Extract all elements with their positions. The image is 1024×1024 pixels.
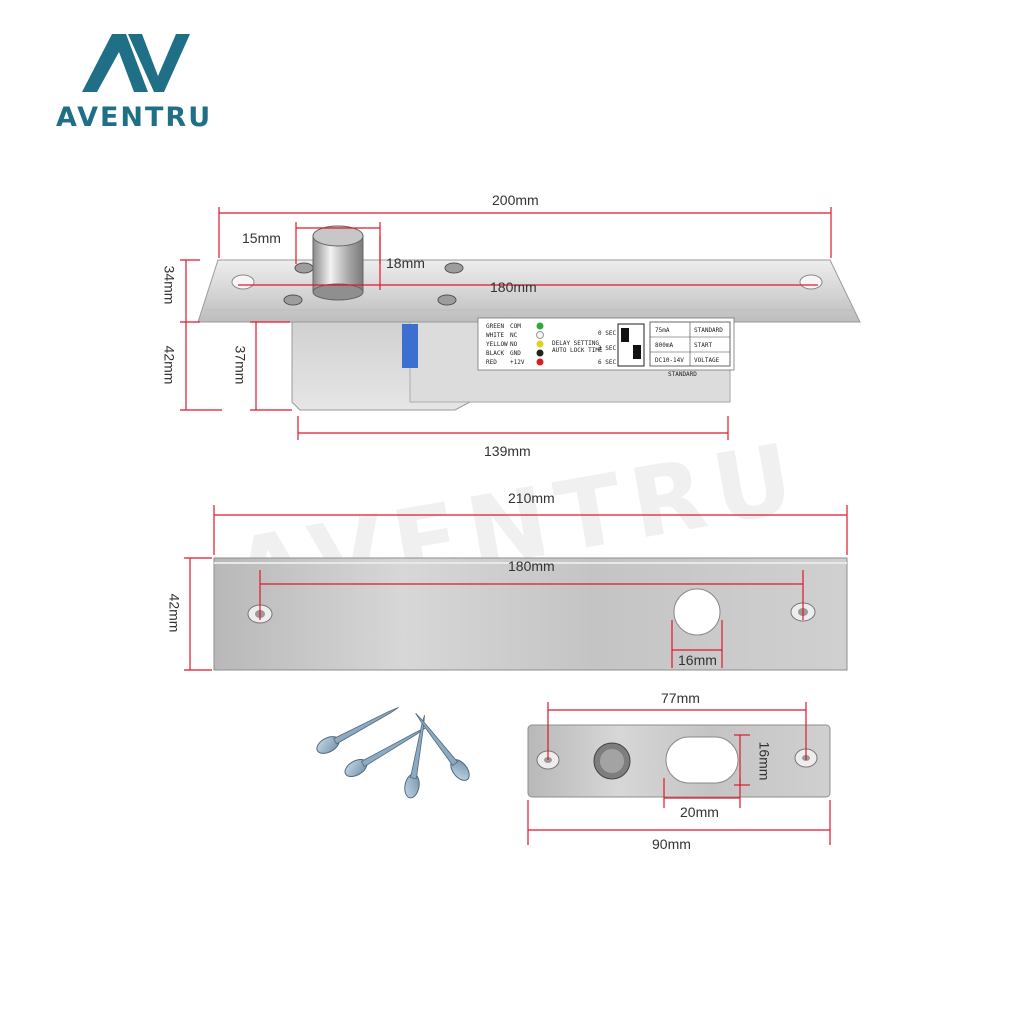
auto-lock-label: AUTO LOCK TIME [552, 347, 603, 354]
wire-label: WHITE [486, 332, 504, 339]
dim-small-plate-length: 90mm [652, 836, 691, 852]
brand-name: AVENTRU [56, 102, 213, 133]
dimension-lines [180, 207, 848, 845]
spec-key: VOLTAGE [694, 357, 720, 364]
dim-bolt-diameter: 15mm [242, 230, 281, 246]
strike-plate [213, 557, 848, 671]
dim-small-hole-width: 20mm [680, 804, 719, 820]
logo-mark-icon [82, 34, 190, 92]
wire-label: NO [510, 341, 518, 348]
mount-hole [799, 274, 823, 290]
label-title: STANDARD [668, 371, 697, 378]
bolt-receiver-hole [665, 736, 739, 784]
dim-lock-hole-spacing: 180mm [490, 279, 537, 295]
wire-dot-black [536, 349, 544, 357]
wire-label: GND [510, 350, 521, 357]
spec-value: 75mA [655, 327, 670, 334]
wire-dot-green [536, 322, 544, 330]
wire-dot-yellow [536, 340, 544, 348]
spec-key: START [694, 342, 712, 349]
spec-label: GREEN COM WHITE NC YELLOW NO BLACK GND R… [477, 317, 735, 378]
serial-sticker [402, 324, 418, 368]
screw-icon [316, 707, 470, 799]
spec-value: DC10-14V [655, 357, 684, 364]
wire-label: +12V [510, 359, 525, 366]
dim-bolt-height: 18mm [386, 255, 425, 271]
small-strike-plate [527, 724, 831, 798]
dim-body-height: 37mm [232, 345, 249, 385]
spec-value: 800mA [655, 342, 673, 349]
dim-strike-hole-width: 16mm [678, 652, 717, 668]
dim-body-length: 139mm [484, 443, 531, 459]
wire-label: COM [510, 323, 521, 330]
wire-dot-white [536, 331, 544, 339]
dim-strike-hole-spacing: 180mm [508, 558, 555, 574]
wire-label: YELLOW [486, 341, 508, 348]
dim-small-hole-spacing: 77mm [661, 690, 700, 706]
dim-strike-length: 210mm [508, 490, 555, 506]
wire-dot-red [536, 358, 544, 366]
wire-label: BLACK [486, 350, 504, 357]
delay-option: 3 SEC [598, 345, 616, 352]
lock-bolt [312, 225, 364, 301]
dim-body-total-height: 42mm [161, 345, 178, 385]
mount-hole [231, 274, 255, 290]
wire-label: NC [510, 332, 518, 339]
dim-small-hole-height: 16mm [756, 741, 773, 781]
dim-lock-length: 200mm [492, 192, 539, 208]
wire-label: RED [486, 359, 497, 366]
delay-setting-label: DELAY SETTING [552, 340, 599, 347]
wire-label: GREEN [486, 323, 504, 330]
dim-faceplate-height: 34mm [161, 265, 178, 305]
delay-option: 6 SEC [598, 359, 616, 366]
spec-key: STANDARD [694, 327, 723, 334]
electric-bolt-lock: GREEN COM WHITE NC YELLOW NO BLACK GND R… [197, 225, 861, 411]
delay-option: 0 SEC [598, 330, 616, 337]
bolt-receiver-hole [673, 588, 721, 636]
dim-strike-height: 42mm [166, 593, 183, 633]
